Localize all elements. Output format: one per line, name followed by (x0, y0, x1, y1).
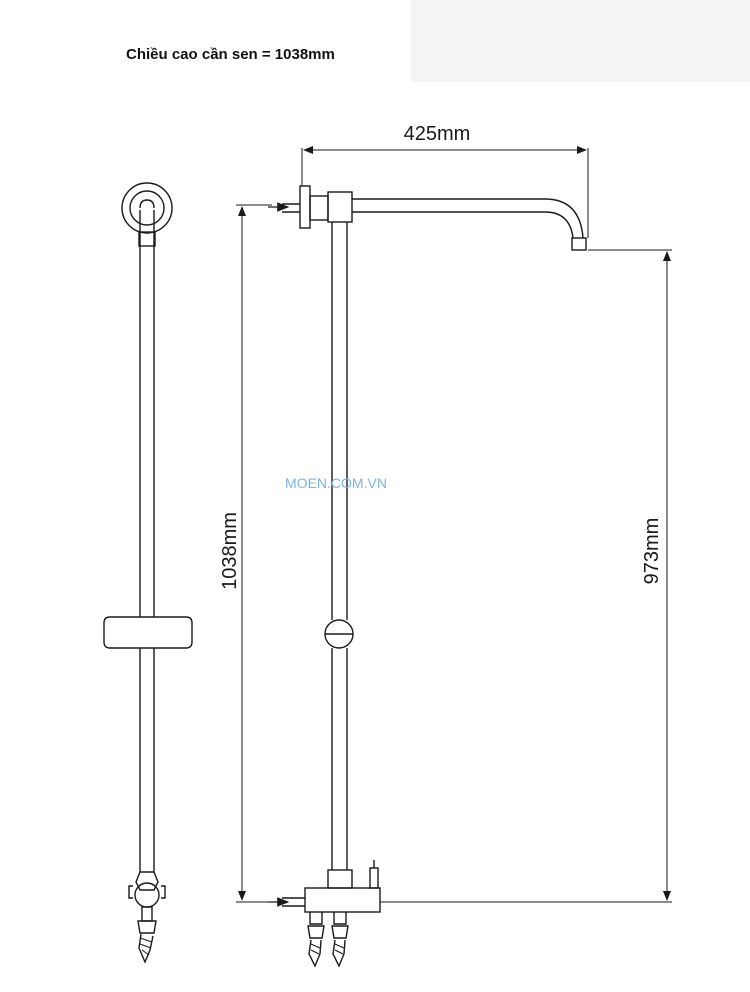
shower-arm-bottom (352, 211, 574, 239)
total-height-label: 1038mm (219, 512, 241, 590)
top-wall-screw (282, 203, 300, 213)
inlet-b-nut (331, 925, 349, 939)
inlet-a-stem (309, 912, 323, 925)
inlet-a-nut (307, 925, 325, 939)
header-right-panel (411, 0, 750, 82)
inlet-hose (138, 933, 154, 964)
shower-arm-nozzle (571, 237, 587, 251)
mixer-knob (134, 882, 160, 908)
total-height-dimension (236, 204, 272, 903)
inlet-b-hose (332, 939, 346, 968)
shower-arm-top (352, 198, 584, 239)
slider-bracket (103, 616, 193, 649)
inlet-threads (310, 943, 345, 955)
top-tee-junction (327, 191, 353, 223)
inlet-stem (141, 906, 153, 922)
top-wall-plate (299, 185, 311, 229)
inlet-a-hose (308, 939, 322, 968)
side-mixer-body (304, 887, 381, 913)
top-connector (138, 231, 156, 247)
head-height-label: 973mm (641, 518, 663, 585)
top-plate-collar (309, 195, 329, 221)
width-dimension (301, 146, 589, 238)
inlet-thread (139, 937, 153, 956)
mixer-neck (135, 871, 159, 891)
mixer-side-left (128, 885, 133, 899)
front-view (103, 182, 193, 964)
side-view (282, 185, 587, 968)
head-height-dimension (380, 249, 672, 903)
inlet-b-stem (333, 912, 347, 925)
width-label: 425mm (404, 123, 471, 145)
watermark-text: MOEN.COM.VN (285, 475, 387, 491)
side-mixer-collar (327, 869, 353, 889)
top-elbow (139, 199, 155, 209)
top-rosette-inner (129, 190, 165, 226)
inlet-nut (137, 920, 157, 934)
mixer-side-right (161, 885, 166, 899)
height-caption: Chiều cao cần sen = 1038mm (126, 46, 335, 63)
side-mixer-handle (369, 867, 379, 889)
top-rosette (121, 182, 173, 234)
